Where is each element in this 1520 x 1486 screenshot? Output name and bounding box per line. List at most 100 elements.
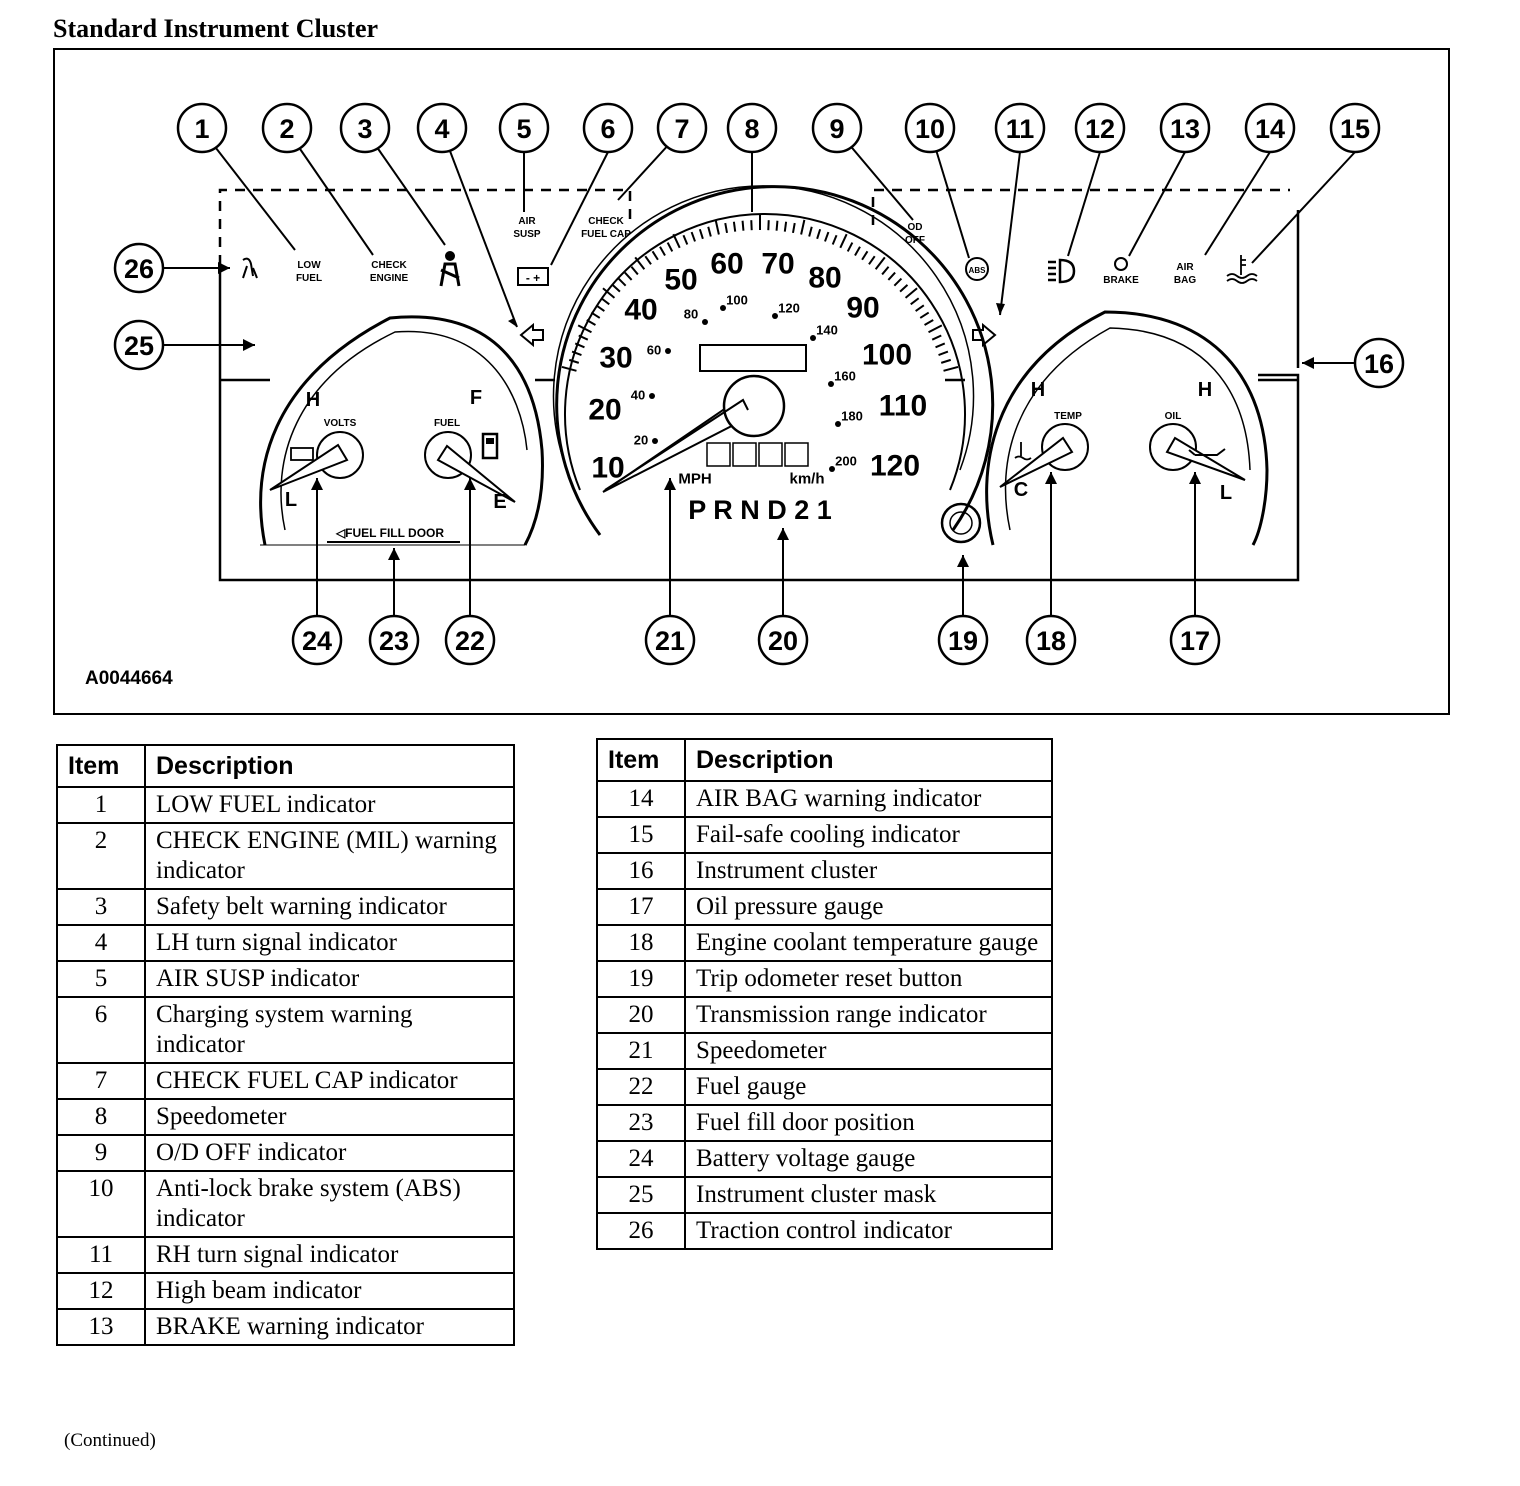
description-header: Description bbox=[684, 738, 1053, 782]
kmh-label-180: 180 bbox=[841, 409, 863, 424]
traction-control-icon bbox=[242, 257, 258, 279]
item-description: Battery voltage gauge bbox=[684, 1140, 1053, 1178]
item-description: High beam indicator bbox=[144, 1272, 515, 1310]
fuel-fill-door-label: ◁FUEL FILL DOOR bbox=[335, 526, 444, 540]
oil-l-label: L bbox=[1220, 482, 1232, 504]
item-number: 20 bbox=[596, 996, 686, 1034]
kmh-label-80: 80 bbox=[684, 307, 698, 322]
mph-label-20: 20 bbox=[588, 394, 621, 427]
callout-18: 18 bbox=[1025, 614, 1077, 666]
callout-17: 17 bbox=[1169, 614, 1221, 666]
callout-26: 26 bbox=[113, 242, 165, 294]
callout-19: 19 bbox=[937, 614, 989, 666]
item-number: 25 bbox=[596, 1176, 686, 1214]
temp-c-label: C bbox=[1014, 479, 1028, 501]
callout-22: 22 bbox=[444, 614, 496, 666]
svg-text:4: 4 bbox=[434, 114, 449, 144]
air-susp-label-2: SUSP bbox=[513, 229, 541, 240]
item-description: Anti-lock brake system (ABS) indicator bbox=[144, 1170, 515, 1238]
callout-6: 6 bbox=[582, 102, 634, 154]
cluster-diagram: - + ABS LOW FUEL CHECK ENGINE AIR SUSP C… bbox=[113, 102, 1405, 666]
callout-7: 7 bbox=[656, 102, 708, 154]
item-description: Instrument cluster mask bbox=[684, 1176, 1053, 1214]
fuel-f-label: F bbox=[470, 387, 482, 409]
svg-text:15: 15 bbox=[1340, 114, 1370, 144]
odometer-display bbox=[699, 344, 807, 372]
item-number: 26 bbox=[596, 1212, 686, 1250]
item-description: Speedometer bbox=[144, 1098, 515, 1136]
brake-icon bbox=[1114, 257, 1128, 271]
temp-needle bbox=[999, 436, 1074, 488]
volts-h-label: H bbox=[306, 389, 320, 411]
mph-label-90: 90 bbox=[846, 292, 879, 325]
item-description: Engine coolant temperature gauge bbox=[684, 924, 1053, 962]
svg-text:13: 13 bbox=[1170, 114, 1200, 144]
svg-text:9: 9 bbox=[829, 114, 844, 144]
prnd21-indicator: P R N D 2 1 bbox=[688, 495, 832, 525]
item-number: 19 bbox=[596, 960, 686, 998]
speedometer-hub bbox=[722, 374, 786, 438]
temp-h-label: H bbox=[1031, 379, 1045, 401]
kmh-label: km/h bbox=[789, 471, 824, 488]
kmh-label-200: 200 bbox=[835, 454, 857, 469]
lh-turn-arrow-icon bbox=[519, 322, 544, 348]
item-description: RH turn signal indicator bbox=[144, 1236, 515, 1274]
volts-needle bbox=[269, 443, 349, 491]
mph-label-30: 30 bbox=[599, 342, 632, 375]
item-number: 2 bbox=[56, 822, 146, 890]
svg-text:5: 5 bbox=[516, 114, 531, 144]
svg-text:18: 18 bbox=[1036, 626, 1066, 656]
item-number: 8 bbox=[56, 1098, 146, 1136]
item-description: Traction control indicator bbox=[684, 1212, 1053, 1250]
oil-h-label: H bbox=[1198, 379, 1212, 401]
temp-label: TEMP bbox=[1054, 411, 1082, 422]
item-number: 21 bbox=[596, 1032, 686, 1070]
item-number: 11 bbox=[56, 1236, 146, 1274]
figure-id: A0044664 bbox=[85, 668, 173, 689]
item-header: Item bbox=[56, 744, 146, 788]
kmh-label-20: 20 bbox=[634, 433, 648, 448]
svg-text:2: 2 bbox=[279, 114, 294, 144]
svg-text:8: 8 bbox=[744, 114, 759, 144]
check-engine-label-1: CHECK bbox=[371, 260, 407, 271]
callout-20: 20 bbox=[757, 614, 809, 666]
item-description: Safety belt warning indicator bbox=[144, 888, 515, 926]
item-number: 23 bbox=[596, 1104, 686, 1142]
cluster-mask-outline bbox=[218, 188, 1290, 265]
oil-label: OIL bbox=[1165, 411, 1182, 422]
instrument-cluster-figure: - + ABS LOW FUEL CHECK ENGINE AIR SUSP C… bbox=[53, 48, 1450, 715]
callout-14: 14 bbox=[1244, 102, 1296, 154]
check-engine-label-2: ENGINE bbox=[370, 273, 409, 284]
fuel-e-label: E bbox=[493, 491, 506, 513]
low-fuel-label-2: FUEL bbox=[296, 273, 322, 284]
battery-icon: - + bbox=[517, 267, 549, 286]
svg-text:14: 14 bbox=[1255, 114, 1285, 144]
callout-8: 8 bbox=[726, 102, 778, 154]
svg-text:21: 21 bbox=[655, 626, 685, 656]
mph-label-50: 50 bbox=[664, 264, 697, 297]
high-beam-icon bbox=[1048, 258, 1076, 284]
callout-15: 15 bbox=[1329, 102, 1381, 154]
item-number: 6 bbox=[56, 996, 146, 1064]
right-gauge-pod bbox=[985, 310, 1269, 546]
callout-24: 24 bbox=[291, 614, 343, 666]
mph-label-110: 110 bbox=[879, 390, 927, 423]
item-number: 14 bbox=[596, 780, 686, 818]
trip-reset-button bbox=[940, 502, 982, 544]
fuel-label: FUEL bbox=[434, 418, 460, 429]
item-number: 1 bbox=[56, 786, 146, 824]
coolant-icon bbox=[1226, 255, 1258, 284]
air-susp-label-1: AIR bbox=[518, 216, 536, 227]
trip-display-boxes bbox=[706, 442, 809, 467]
item-number: 12 bbox=[56, 1272, 146, 1310]
item-description: Fuel fill door position bbox=[684, 1104, 1053, 1142]
